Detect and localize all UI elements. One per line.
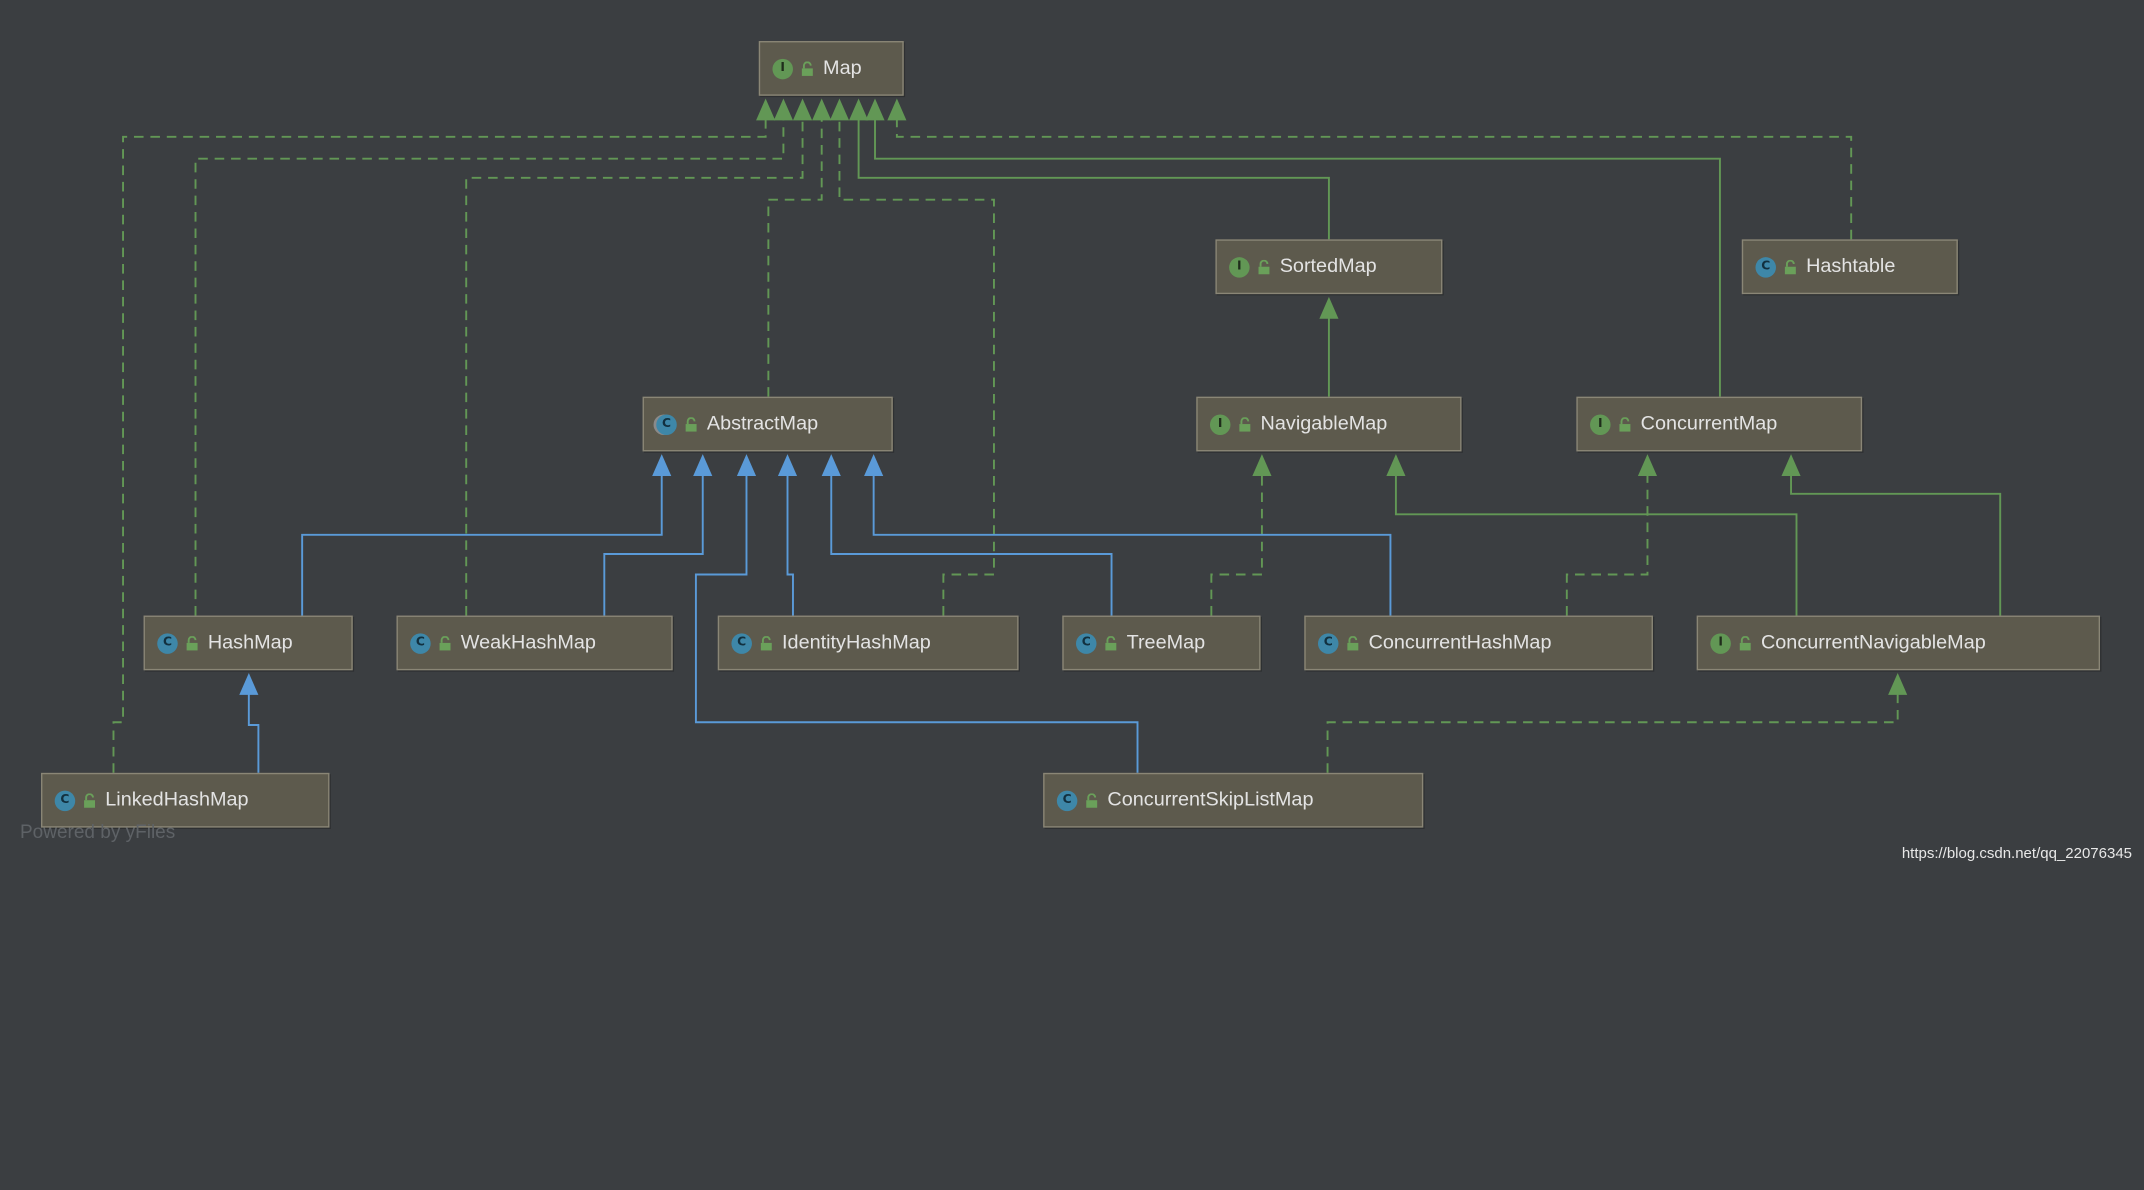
unlock-icon <box>1239 416 1251 431</box>
edge-concurrentmap-map <box>874 117 1721 397</box>
edge-identityhashmap-abstractmap <box>786 473 794 616</box>
edge-cnm-navigablemap <box>1394 473 1798 616</box>
node-map[interactable]: I Map <box>758 41 904 96</box>
edges-layer <box>112 98 2002 773</box>
unlock-icon <box>1105 635 1117 650</box>
source-url: https://blog.csdn.net/qq_22076345 <box>1901 845 2132 862</box>
blue-arrowheads <box>239 454 884 695</box>
unlock-icon <box>1258 259 1270 274</box>
node-label: HashMap <box>207 631 293 654</box>
class-icon: C <box>1056 789 1078 811</box>
edge-hashmap-map <box>194 117 785 616</box>
node-label: ConcurrentNavigableMap <box>1760 631 1986 654</box>
interface-icon: I <box>1590 413 1611 435</box>
node-hashmap[interactable]: C HashMap <box>143 615 353 671</box>
node-label: Hashtable <box>1806 255 1896 278</box>
unlock-icon <box>1619 416 1631 431</box>
node-label: TreeMap <box>1126 631 1206 654</box>
node-label: ConcurrentMap <box>1640 413 1778 435</box>
node-label: LinkedHashMap <box>105 789 249 812</box>
edge-hashtable-map <box>895 117 1853 240</box>
unlock-icon <box>1784 259 1796 274</box>
unlock-icon <box>439 635 451 650</box>
node-label: NavigableMap <box>1260 413 1388 435</box>
node-label: ConcurrentHashMap <box>1368 631 1552 654</box>
abstract-class-icon: C <box>656 413 677 435</box>
unlock-icon <box>801 60 813 76</box>
edge-treemap-abstractmap <box>830 473 1113 616</box>
class-icon: C <box>157 632 178 654</box>
edge-weakhashmap-abstractmap <box>603 473 704 616</box>
node-weakhashmap[interactable]: C WeakHashMap <box>396 615 673 671</box>
edge-abstractmap-map <box>767 117 823 397</box>
node-navigablemap[interactable]: I NavigableMap <box>1196 396 1462 452</box>
edge-skiplist-cnm <box>1326 692 1899 773</box>
edge-weakhashmap-map <box>465 117 804 616</box>
node-abstractmap[interactable]: C AbstractMap <box>642 396 893 452</box>
edge-cnm-concurrentmap <box>1790 473 2002 616</box>
node-label: AbstractMap <box>706 413 819 435</box>
class-icon: C <box>54 789 76 811</box>
node-label: ConcurrentSkipListMap <box>1107 789 1314 812</box>
node-label: Map <box>823 57 862 80</box>
edge-hashmap-abstractmap <box>301 473 663 616</box>
edge-concurrenthashmap-abstractmap <box>872 473 1392 616</box>
edge-identityhashmap-map <box>838 117 995 616</box>
node-hashtable[interactable]: C Hashtable <box>1741 239 1958 295</box>
interface-icon: I <box>1209 413 1231 435</box>
node-concurrenthashmap[interactable]: C ConcurrentHashMap <box>1304 615 1653 671</box>
unlock-icon <box>84 792 96 808</box>
node-label: SortedMap <box>1279 255 1377 278</box>
node-label: IdentityHashMap <box>782 631 931 654</box>
unlock-icon <box>1086 792 1098 808</box>
edge-sortedmap-map <box>857 117 1330 240</box>
node-concurrentmap[interactable]: I ConcurrentMap <box>1576 396 1863 452</box>
class-icon: C <box>731 632 752 654</box>
edge-skiplist-abstractmap <box>694 473 1139 773</box>
unlock-icon <box>685 416 697 431</box>
node-linkedhashmap[interactable]: C LinkedHashMap <box>41 772 330 828</box>
class-icon: C <box>1755 256 1776 277</box>
unlock-icon <box>186 635 198 650</box>
node-concurrentskiplistmap[interactable]: C ConcurrentSkipListMap <box>1043 772 1424 828</box>
edge-concurrenthashmap-concurrentmap <box>1565 473 1649 616</box>
interface-icon: I <box>1710 632 1731 654</box>
edge-linkedhashmap-hashmap <box>247 692 260 773</box>
class-icon: C <box>1317 632 1339 654</box>
unlock-icon <box>1739 635 1751 650</box>
node-sortedmap[interactable]: I SortedMap <box>1215 239 1443 295</box>
interface-icon: I <box>772 58 793 79</box>
interface-icon: I <box>1229 256 1250 277</box>
unlock-icon <box>760 635 772 650</box>
edge-treemap-navigablemap <box>1210 473 1263 616</box>
green-arrowheads <box>756 98 1908 695</box>
edge-linkedhashmap-map <box>112 117 767 773</box>
class-icon: C <box>1075 632 1097 654</box>
yfiles-watermark: Powered by yFiles <box>20 822 176 843</box>
unlock-icon <box>1347 635 1359 650</box>
node-label: WeakHashMap <box>460 631 596 654</box>
node-treemap[interactable]: C TreeMap <box>1062 615 1261 671</box>
node-concurrentnavigablemap[interactable]: I ConcurrentNavigableMap <box>1696 615 2101 671</box>
class-icon: C <box>410 632 431 654</box>
node-identityhashmap[interactable]: C IdentityHashMap <box>717 615 1019 671</box>
